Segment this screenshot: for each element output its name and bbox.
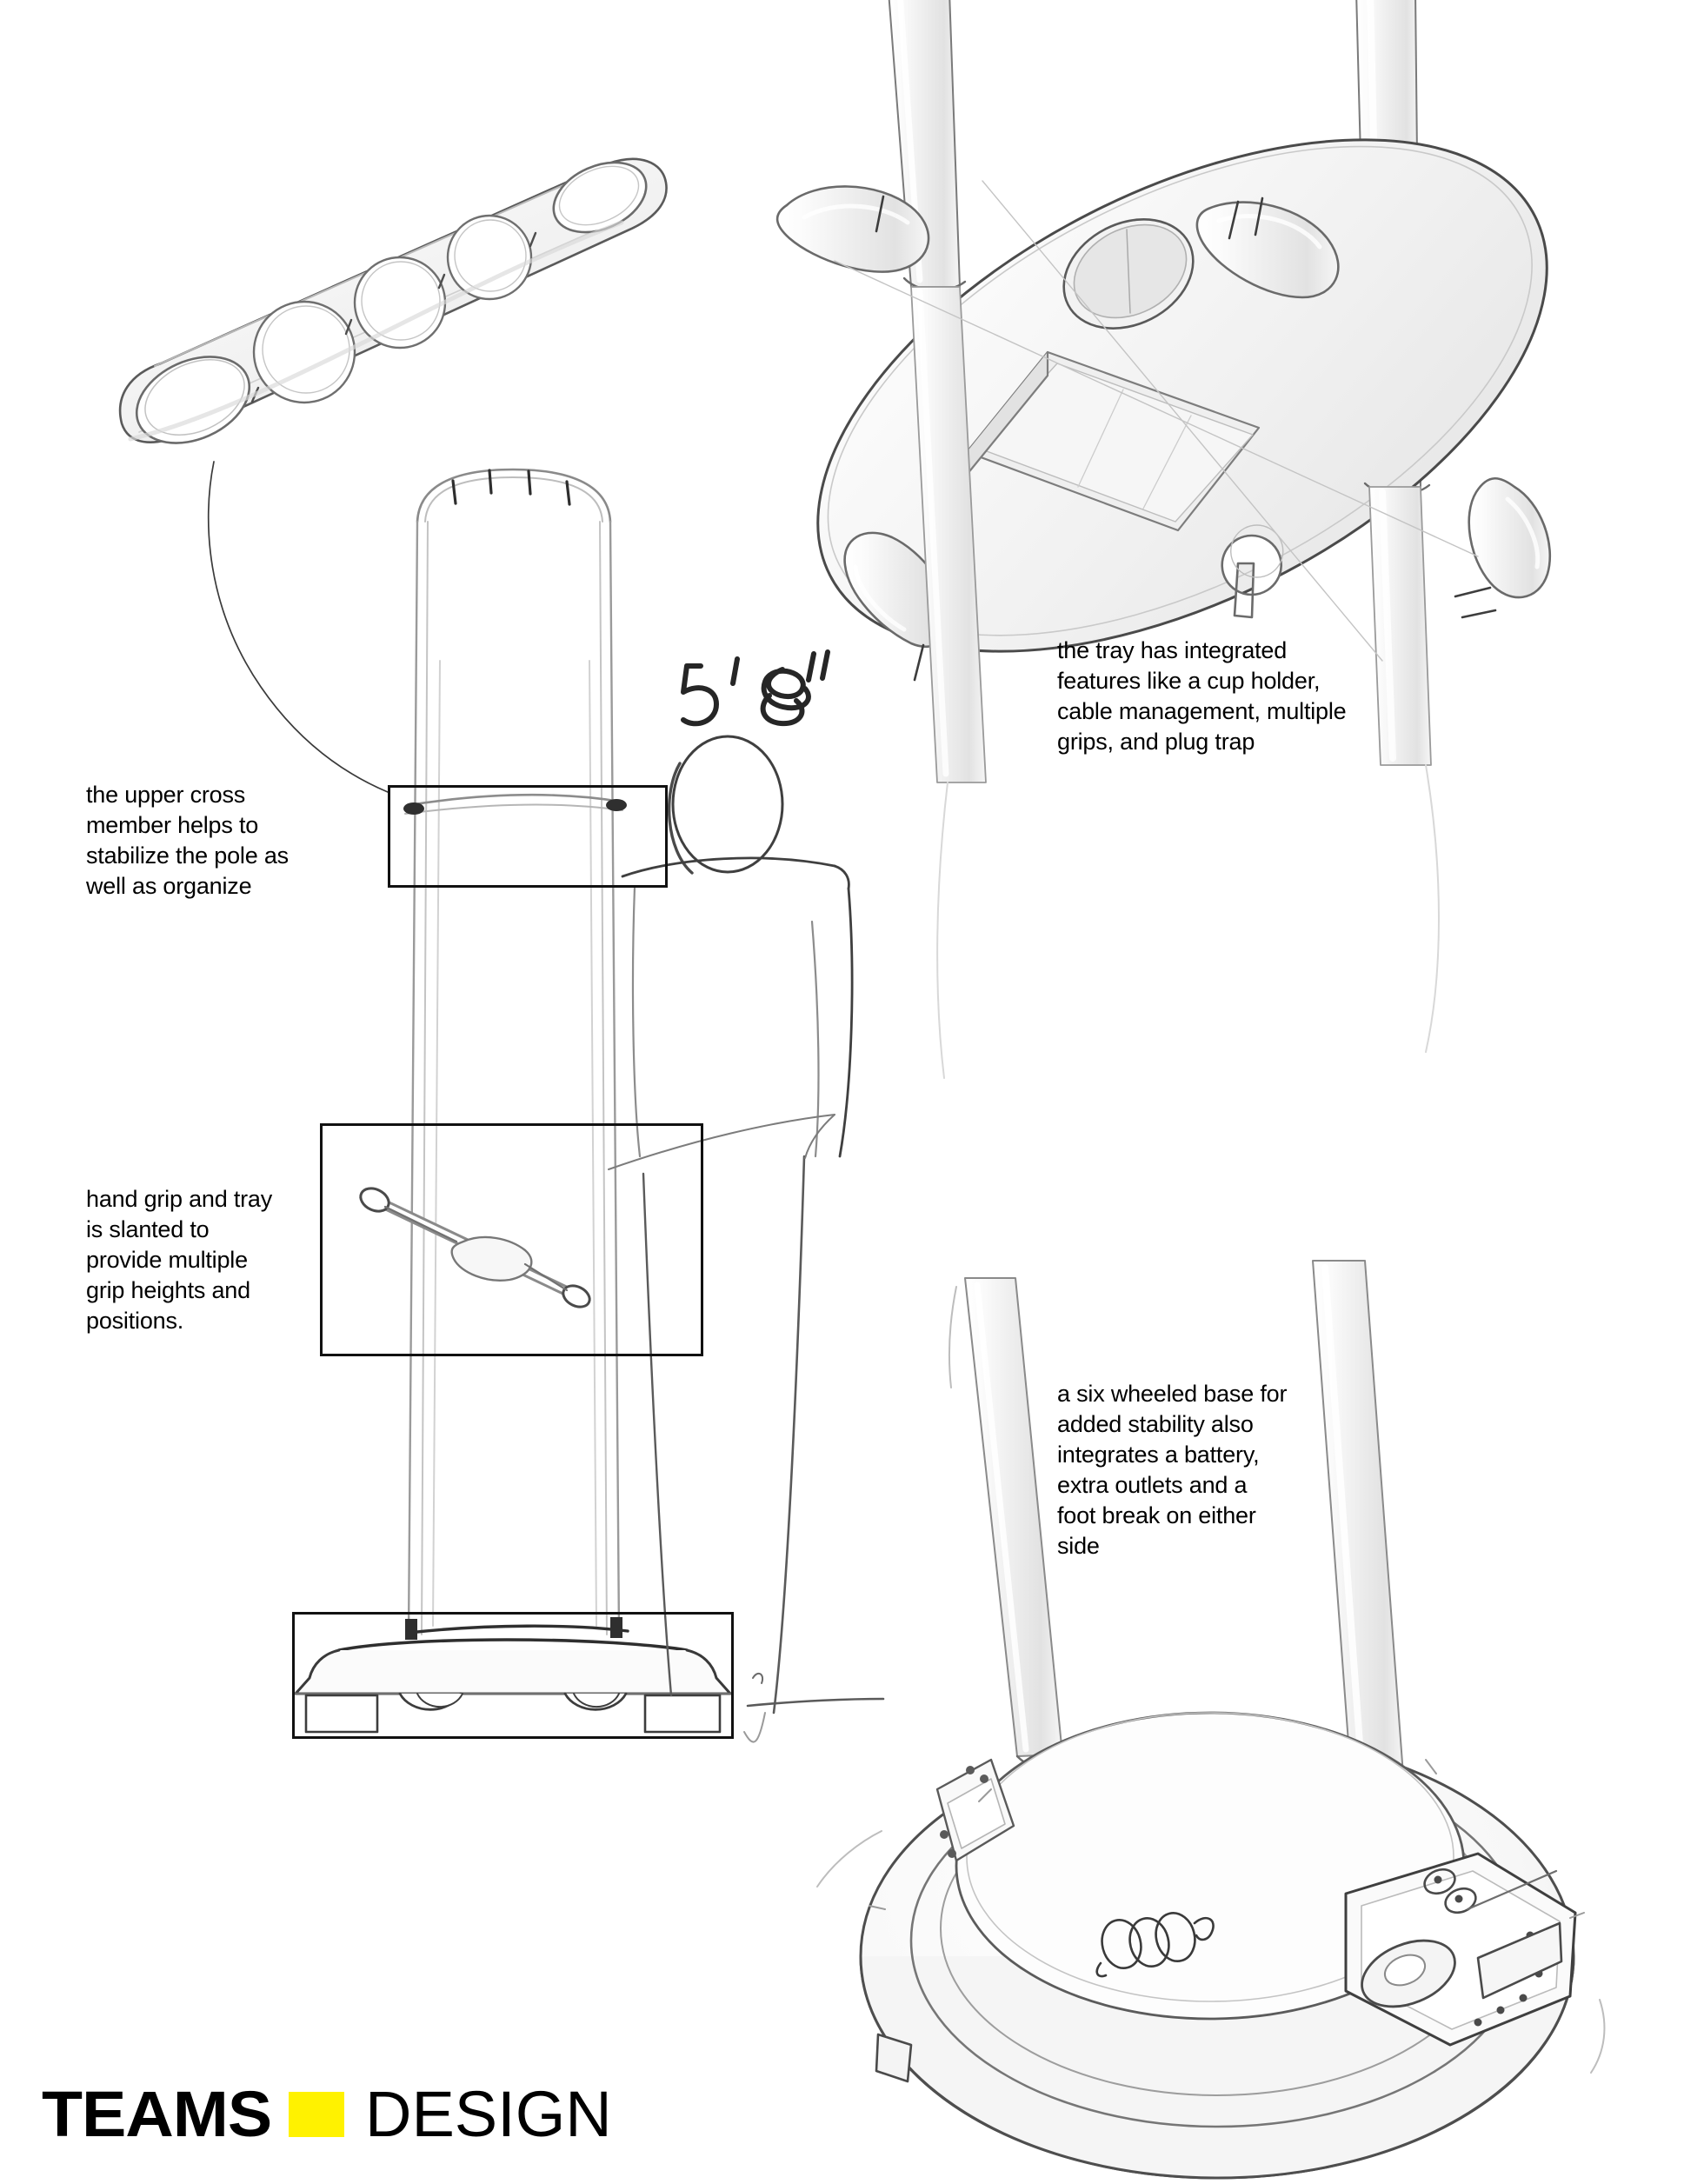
- sketch-front-elevation: [294, 468, 885, 1743]
- tray-grip-handles: [775, 185, 1552, 649]
- annotation-six-wheeled-base: a six wheeled base for added stability a…: [1057, 1381, 1288, 1560]
- callout-hand-grip: [320, 1123, 703, 1356]
- callout-cross-member: [388, 785, 668, 888]
- logo-wordmark-teams: TEAMS: [42, 2078, 272, 2150]
- logo-wordmark-design: DESIGN: [365, 2078, 612, 2150]
- tray-cup-holder: [1062, 218, 1195, 330]
- tray-pole-left: [888, 0, 961, 288]
- tray-pole-right: [1355, 0, 1421, 488]
- annotation-upper-cross-member: the upper cross member helps to stabiliz…: [86, 782, 289, 900]
- annotation-tray-features: the tray has integrated features like a …: [1057, 637, 1347, 756]
- sketch-cross-member-part: [118, 157, 668, 444]
- tray-plug-trap: [1221, 524, 1284, 619]
- leader-line-cross-member: [207, 461, 389, 793]
- base-doodle: [1095, 1912, 1215, 1978]
- base-left-panel: [935, 1758, 1015, 1862]
- tray-pole-left-lower: [910, 286, 987, 783]
- teams-design-logo: TEAMS DESIGN: [42, 2078, 612, 2150]
- base-right-panel: [1344, 1852, 1577, 2047]
- tray-cable-recess: [965, 350, 1261, 532]
- base-pole-left: [964, 1277, 1064, 1770]
- dimension-handwriting: [681, 649, 830, 727]
- callout-base: [292, 1612, 734, 1739]
- annotation-hand-grip: hand grip and tray is slanted to provide…: [86, 1186, 273, 1335]
- logo-yellow-swatch: [289, 2092, 344, 2137]
